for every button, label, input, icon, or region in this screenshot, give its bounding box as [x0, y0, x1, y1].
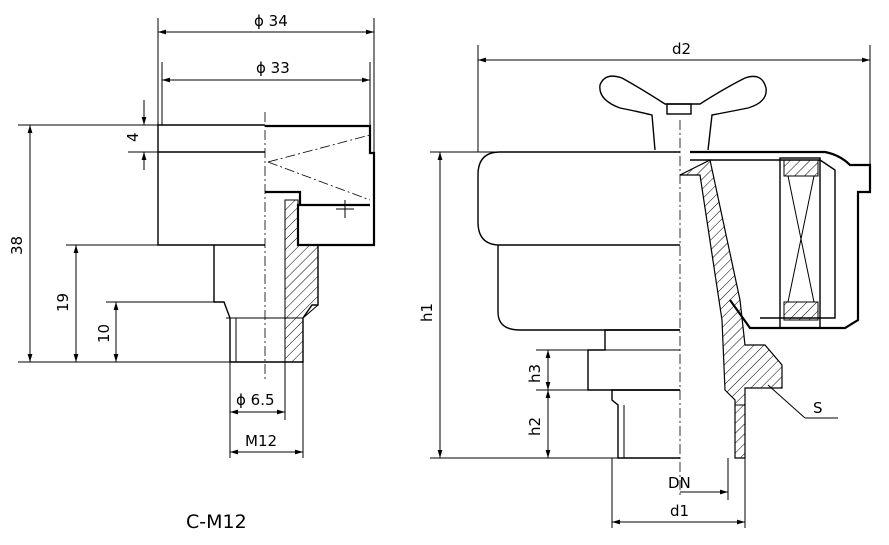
body-section-hatch — [679, 159, 783, 459]
dim-h2: h2 — [526, 417, 544, 436]
left-stem-hatch — [284, 199, 319, 363]
dim-10: 10 — [95, 324, 113, 343]
left-view: ϕ 34 ϕ 33 4 38 19 10 ϕ 6.5 M12 C-M12 — [8, 12, 376, 533]
dim-d2: d2 — [672, 40, 691, 58]
filter-bottom-hatch — [783, 301, 819, 321]
dim-dn: DN — [668, 474, 691, 492]
dim-phi65: ϕ 6.5 — [236, 391, 275, 409]
wing-nut-top — [666, 103, 692, 115]
dim-h3: h3 — [526, 364, 544, 383]
wing-nut — [599, 75, 767, 151]
hex-collar — [587, 329, 680, 391]
dim-m12: M12 — [245, 432, 277, 450]
housing-outline — [497, 245, 680, 331]
dim-h1: h1 — [418, 303, 436, 322]
dim-d1: d1 — [670, 502, 689, 520]
left-section-wall — [265, 124, 376, 247]
thread-stem — [611, 389, 680, 459]
caption-c-m12: C-M12 — [186, 511, 247, 533]
dim-19: 19 — [54, 293, 72, 312]
filter-element — [779, 157, 821, 329]
left-body-outline — [157, 124, 265, 246]
left-stem — [213, 245, 265, 363]
label-s: S — [813, 399, 823, 417]
left-section-inner — [265, 190, 302, 205]
cone-line-bottom — [267, 161, 371, 201]
dim-phi34: ϕ 34 — [254, 12, 288, 30]
cap-section — [690, 150, 872, 330]
filter-top-hatch — [783, 159, 819, 177]
cap-outline — [477, 151, 680, 246]
dim-phi33: ϕ 33 — [256, 59, 290, 77]
dim-38: 38 — [8, 236, 26, 255]
right-view: d2 h1 h3 h2 S DN d1 — [418, 40, 872, 528]
dim-4: 4 — [124, 132, 142, 142]
cone-line-top — [267, 134, 371, 163]
